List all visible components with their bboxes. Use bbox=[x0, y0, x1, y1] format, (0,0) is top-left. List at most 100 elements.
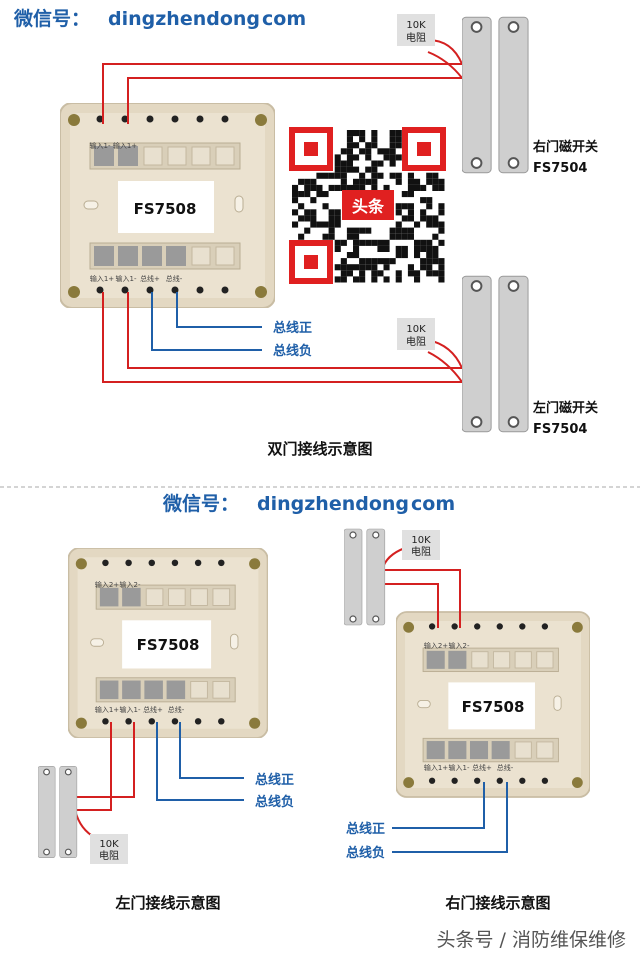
qr-module bbox=[328, 233, 335, 240]
qr-module bbox=[304, 191, 311, 198]
qr-module bbox=[359, 184, 366, 191]
top-blue-wires bbox=[151, 292, 262, 351]
terminal-label: 总线+ bbox=[143, 705, 163, 714]
qr-module bbox=[334, 209, 341, 216]
qr-module bbox=[334, 245, 341, 252]
qr-module bbox=[340, 184, 347, 191]
qr-module bbox=[426, 258, 433, 265]
qr-module bbox=[316, 191, 323, 198]
qr-module bbox=[401, 227, 408, 234]
qr-module bbox=[377, 172, 384, 179]
qr-module bbox=[322, 233, 329, 240]
qr-module bbox=[310, 184, 317, 191]
qr-module bbox=[414, 178, 421, 185]
qr-module bbox=[407, 191, 414, 198]
qr-module bbox=[340, 148, 347, 155]
qr-module bbox=[340, 172, 347, 179]
qr-module bbox=[316, 221, 323, 228]
qr-module bbox=[414, 221, 421, 228]
qr-module bbox=[346, 264, 353, 271]
qr-module bbox=[426, 197, 433, 204]
qr-module bbox=[420, 264, 427, 271]
module-label: FS7508 bbox=[137, 636, 200, 654]
qr-module bbox=[371, 178, 378, 185]
qr-module bbox=[365, 227, 372, 234]
qr-module bbox=[334, 154, 341, 161]
qr-module bbox=[365, 264, 372, 271]
qr-module bbox=[401, 245, 408, 252]
qr-module bbox=[377, 239, 384, 246]
qr-module bbox=[298, 215, 305, 222]
left-red-wires bbox=[74, 722, 135, 839]
qr-module bbox=[383, 184, 390, 191]
resistor-bottom: 10K 电阻 bbox=[397, 318, 435, 350]
qr-module bbox=[316, 184, 323, 191]
qr-module bbox=[407, 270, 414, 277]
qr-module bbox=[389, 148, 396, 155]
qr-module bbox=[426, 264, 433, 271]
wechat-id: dingzhendong bbox=[257, 493, 409, 515]
wechat-label: 微信号： bbox=[162, 492, 239, 515]
qr-module bbox=[359, 136, 366, 143]
top-module: FS7508 输入1- 输入1+ 输入1+ 输入1- 总线+ 总线- bbox=[60, 103, 275, 308]
qr-module bbox=[401, 203, 408, 210]
qr-module bbox=[438, 258, 445, 265]
footer-watermark: 头条号 / 消防维保维修 bbox=[437, 929, 626, 951]
qr-module bbox=[328, 172, 335, 179]
qr-module bbox=[340, 276, 347, 283]
right-module: FS7508 输入2+ 输入2- 输入1+ 输入1- 总线+ 总线- bbox=[396, 611, 590, 798]
qr-module bbox=[304, 209, 311, 216]
qr-module bbox=[353, 227, 360, 234]
qr-module bbox=[432, 252, 439, 259]
qr-module bbox=[389, 154, 396, 161]
qr-module bbox=[377, 148, 384, 155]
qr-module bbox=[340, 239, 347, 246]
qr-module bbox=[353, 233, 360, 240]
qr-module bbox=[395, 142, 402, 149]
qr-module bbox=[298, 203, 305, 210]
qr-module bbox=[371, 130, 378, 137]
qr-module bbox=[353, 245, 360, 252]
qr-module bbox=[322, 191, 329, 198]
qr-module bbox=[420, 245, 427, 252]
qr-module bbox=[395, 227, 402, 234]
switch-model: FS7504 bbox=[533, 422, 587, 437]
qr-module bbox=[401, 233, 408, 240]
qr-module bbox=[346, 227, 353, 234]
qr-module bbox=[359, 172, 366, 179]
qr-module bbox=[407, 215, 414, 222]
qr-module bbox=[383, 276, 390, 283]
qr-module bbox=[407, 203, 414, 210]
qr-module bbox=[334, 215, 341, 222]
qr-module bbox=[365, 166, 372, 173]
left-door-switch bbox=[38, 765, 78, 859]
resistor-label: 电阻 bbox=[406, 31, 426, 44]
qr-module bbox=[407, 227, 414, 234]
switch-name: 右门磁开关 bbox=[532, 139, 598, 155]
qr-module bbox=[292, 209, 299, 216]
qr-module bbox=[353, 239, 360, 246]
qr-module bbox=[346, 154, 353, 161]
qr-module bbox=[426, 215, 433, 222]
terminal-label: 总线+ bbox=[140, 274, 160, 283]
qr-module bbox=[365, 154, 372, 161]
qr-module bbox=[401, 215, 408, 222]
qr-module bbox=[359, 270, 366, 277]
qr-module bbox=[371, 270, 378, 277]
terminal-label: 总线- bbox=[168, 705, 185, 714]
wechat-id: dingzhendong bbox=[108, 8, 260, 30]
qr-module bbox=[371, 166, 378, 173]
terminal-label: 输入2- bbox=[120, 580, 141, 589]
module-label: FS7508 bbox=[462, 698, 525, 716]
qr-module bbox=[389, 142, 396, 149]
qr-module bbox=[346, 148, 353, 155]
qr-module bbox=[383, 239, 390, 246]
module-label: FS7508 bbox=[134, 200, 197, 218]
qr-module bbox=[438, 203, 445, 210]
switch-model: FS7504 bbox=[533, 161, 587, 176]
qr-module bbox=[395, 209, 402, 216]
qr-module bbox=[365, 258, 372, 265]
terminal-label: 输入1+ bbox=[424, 763, 448, 772]
qr-module bbox=[432, 184, 439, 191]
